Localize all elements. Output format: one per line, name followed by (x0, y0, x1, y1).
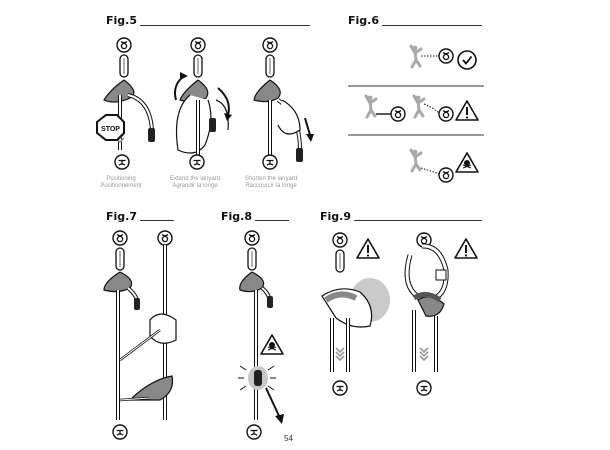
fig7-rule (140, 220, 174, 221)
caption-positioning: Positioning Positionnement (86, 176, 156, 190)
harness-icon (189, 154, 205, 170)
climber-icon (409, 148, 423, 173)
caption-extend-fr: Agrandir la longe (172, 183, 218, 189)
fig8-title: Fig.8 (221, 210, 252, 223)
anchor-icon (438, 48, 454, 64)
caption-positioning-en: Positioning (106, 176, 136, 182)
caption-shorten-fr: Raccourcir la longe (245, 183, 297, 189)
anchor-icon (116, 37, 132, 53)
climber-icon (364, 94, 378, 119)
fig5-title: Fig.5 (106, 14, 137, 27)
danger-skull-icon (455, 152, 479, 173)
fig6-title: Fig.6 (348, 14, 379, 27)
fig8-illustration (238, 230, 284, 440)
fig9-title: Fig.9 (320, 210, 351, 223)
harness-icon (112, 424, 128, 440)
harness-icon (416, 380, 432, 396)
anchor-icon (262, 37, 278, 53)
page-number: 54 (284, 434, 293, 443)
fig9-rule (354, 220, 482, 221)
harness-icon (262, 154, 278, 170)
caption-shorten-en: Shorten the lanyard (244, 176, 298, 182)
harness-icon (332, 380, 348, 396)
anchor-icon (332, 232, 348, 248)
warning-icon (454, 238, 478, 259)
fig6-rule (382, 25, 482, 26)
fig6-illustration (348, 44, 484, 183)
anchor-icon (438, 106, 454, 122)
anchor-icon (157, 230, 173, 246)
harness-icon (246, 424, 262, 440)
anchor-icon (438, 167, 454, 183)
fig7-title: Fig.7 (106, 210, 137, 223)
warning-icon (356, 238, 380, 259)
caption-shorten: Shorten the lanyard Raccourcir la longe (236, 176, 306, 190)
climber-icon (412, 94, 426, 119)
fig5-illustration: STOP (96, 37, 314, 170)
fig8-rule (255, 220, 289, 221)
fig9-illustration (321, 232, 478, 396)
caption-extend-en: Extend the lanyard (169, 176, 221, 182)
stop-sign: STOP (101, 126, 120, 133)
anchor-icon (112, 230, 128, 246)
harness-icon (114, 154, 130, 170)
anchor-icon (190, 37, 206, 53)
check-icon (457, 50, 477, 70)
anchor-icon (390, 106, 406, 122)
caption-extend: Extend the lanyard Agrandir la longe (160, 176, 230, 190)
danger-skull-icon (260, 334, 284, 355)
fig7-illustration (103, 230, 177, 440)
warning-icon (455, 100, 479, 121)
anchor-icon (244, 230, 260, 246)
fig5-rule (140, 25, 310, 26)
caption-positioning-fr: Positionnement (100, 183, 142, 189)
climber-icon (409, 44, 423, 69)
